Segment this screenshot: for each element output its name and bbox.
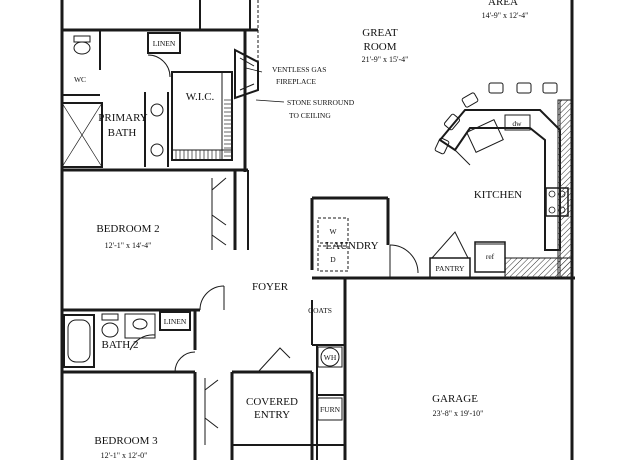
kitchen-label: KITCHEN <box>474 189 522 201</box>
foyer-doors <box>199 244 419 373</box>
utility-fixtures <box>317 346 343 421</box>
garage-label: GARAGE <box>432 393 478 405</box>
bath-2-label: BATH 2 <box>102 339 139 351</box>
linen-2-label: LINEN <box>164 317 187 326</box>
stone-note-2: TO CEILING <box>289 111 331 120</box>
bar-stool <box>461 92 479 108</box>
bar-stool <box>542 82 558 94</box>
bar-stool <box>516 82 532 94</box>
great-room-label: GREAT <box>362 27 398 39</box>
bedroom-3-dims: 12'-1" x 12'-0" <box>101 451 148 460</box>
laundry-label: LAUNDRY <box>325 240 378 252</box>
coats-label: COATS <box>308 306 332 315</box>
primary-suite-fixtures <box>61 30 259 168</box>
bar-stool <box>488 82 504 94</box>
dryer-label: D <box>330 255 336 264</box>
laundry-fixtures <box>317 217 349 272</box>
primary-bath-label: PRIMARY <box>98 112 148 124</box>
area-dims: 14'-9" x 12'-4" <box>482 11 529 20</box>
wic-hanging-rods <box>175 99 232 160</box>
fireplace-note-1: VENTLESS GAS <box>272 65 326 74</box>
bar-stool <box>443 113 461 131</box>
wh-label: WH <box>324 353 337 362</box>
foyer-label: FOYER <box>252 281 289 293</box>
pantry-label: PANTRY <box>436 264 465 273</box>
wc-label: WC <box>74 75 86 84</box>
furn-label: FURN <box>320 405 341 414</box>
kitchen-counters <box>429 99 573 279</box>
area-label: AREA <box>488 0 518 8</box>
washer-label: W <box>329 227 337 236</box>
covered-entry-label-2: ENTRY <box>254 409 290 421</box>
garage-dims: 23'-8" x 19'-10" <box>433 409 484 418</box>
great-room-label-2: ROOM <box>363 41 396 53</box>
walls <box>60 0 575 460</box>
bar-stool <box>434 137 450 155</box>
bedroom-3-closet <box>204 378 219 445</box>
fireplace-note-2: FIREPLACE <box>276 77 316 86</box>
great-room-dims: 21'-9" x 15'-4" <box>362 55 409 64</box>
wic-label: W.I.C. <box>186 91 215 103</box>
covered-entry-label: COVERED <box>246 396 298 408</box>
bath-2-fixtures <box>63 311 196 373</box>
ref-label: ref <box>486 252 495 261</box>
linen-1-label: LINEN <box>153 39 176 48</box>
room-labels: AREA 14'-9" x 12'-4" GREAT ROOM 21'-9" x… <box>74 0 528 460</box>
bedroom-2-dims: 12'-1" x 14'-4" <box>105 241 152 250</box>
dw-label: dw <box>512 119 522 128</box>
bar-stools <box>434 82 558 155</box>
bedroom-3-label: BEDROOM 3 <box>94 435 158 447</box>
stone-note-1: STONE SURROUND <box>287 98 355 107</box>
bedroom-2-label: BEDROOM 2 <box>96 223 159 235</box>
bedroom-2-closet <box>211 177 227 250</box>
primary-bath-label-2: BATH <box>108 127 137 139</box>
